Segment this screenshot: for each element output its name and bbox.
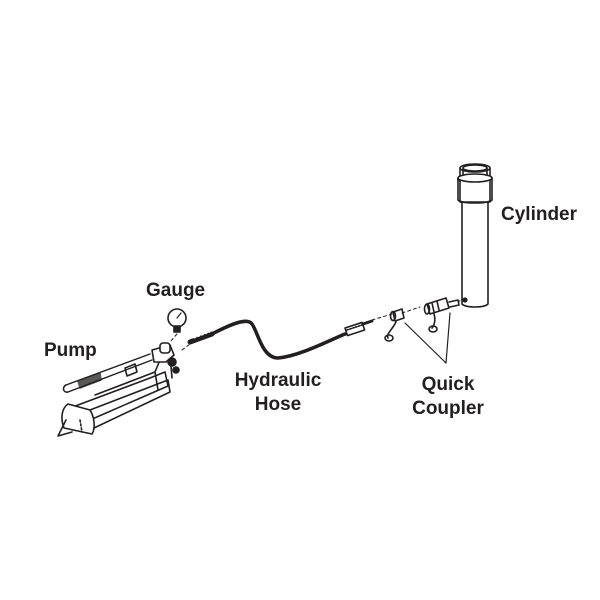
connection-line [181, 343, 191, 351]
cylinder-illustration [457, 163, 493, 308]
pump-label: Pump [44, 340, 97, 361]
gauge-label: Gauge [146, 280, 206, 301]
quick-coupler-illustration [384, 297, 460, 364]
gauge-illustration [167, 308, 187, 343]
quick-coupler-label-line2: Coupler [412, 398, 484, 419]
quick-coupler-label-line1: Quick [421, 374, 475, 395]
hydraulic-hose-label-line1: Hydraulic [234, 370, 322, 391]
pump-illustration [57, 342, 180, 437]
hydraulic-hose-label-line2: Hose [254, 394, 302, 415]
hydraulic-hose-illustration [187, 319, 374, 360]
cylinder-label: Cylinder [501, 204, 578, 225]
